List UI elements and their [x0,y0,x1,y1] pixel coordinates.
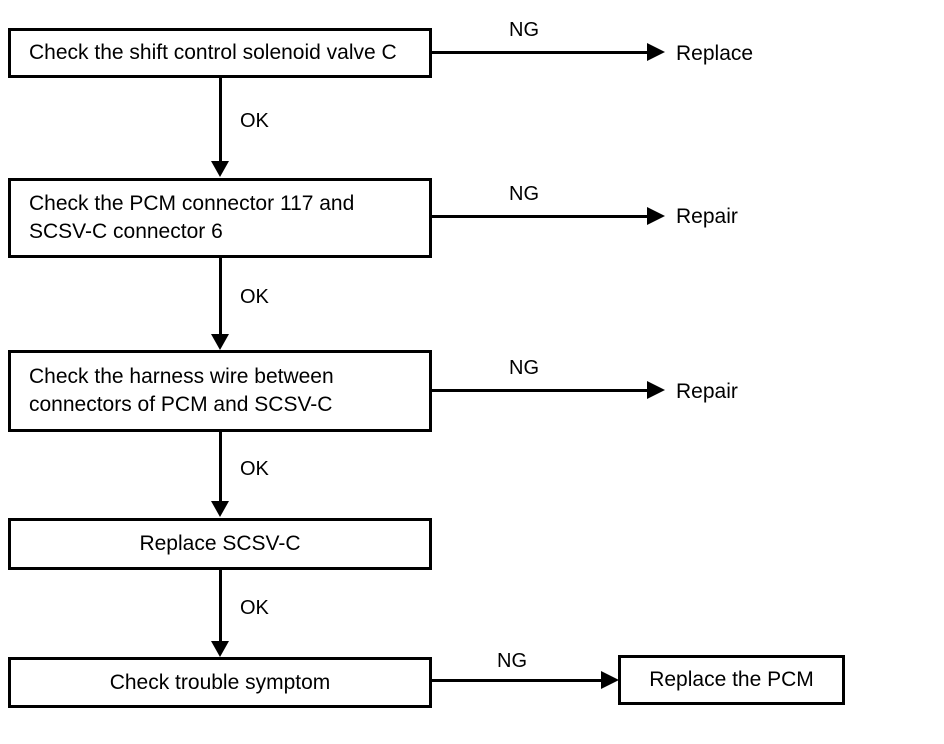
terminal-label-replace: Replace [676,42,754,65]
edge-label-ok-2: OK [240,286,269,308]
node-text-line: Replace SCSV-C [139,532,301,555]
edge-label-ok-4: OK [240,597,269,619]
node-check-connectors[interactable]: Check the PCM connector 117 and SCSV-C c… [8,178,432,258]
node-replace-the-pcm[interactable]: Replace the PCM [618,655,845,705]
arrowhead-ok-4 [211,641,229,657]
edge-label-ok-1: OK [240,110,269,132]
connector-ng-3 [432,389,648,392]
terminal-label-repair-connectors: Repair [676,205,738,228]
node-text-line: SCSV-C connector 6 [29,220,223,243]
arrowhead-ng-4 [601,671,619,689]
edge-label-ok-3: OK [240,458,269,480]
node-text-line: Check the PCM connector 117 and [29,192,355,215]
connector-ok-3 [219,432,222,502]
node-check-harness[interactable]: Check the harness wire between connector… [8,350,432,432]
node-text-line: Check the shift control solenoid valve C [29,41,397,64]
arrowhead-ok-1 [211,161,229,177]
edge-label-ng-3: NG [509,357,539,379]
edge-label-ng-4: NG [497,650,527,672]
node-check-trouble-symptom[interactable]: Check trouble symptom [8,657,432,708]
terminal-label-repair-harness: Repair [676,380,738,403]
arrowhead-ng-1 [647,43,665,61]
connector-ok-4 [219,570,222,642]
connector-ok-1 [219,78,222,164]
connector-ok-2 [219,258,222,336]
arrowhead-ng-3 [647,381,665,399]
connector-ng-4 [432,679,602,682]
edge-label-ng-2: NG [509,183,539,205]
node-text-line: Check the harness wire between [29,365,334,388]
connector-ng-1 [432,51,648,54]
node-check-scsv-c[interactable]: Check the shift control solenoid valve C [8,28,432,78]
arrowhead-ok-2 [211,334,229,350]
arrowhead-ng-2 [647,207,665,225]
node-text-line: Check trouble symptom [109,670,331,694]
edge-label-ng-1: NG [509,19,539,41]
node-text-line: connectors of PCM and SCSV-C [29,393,333,416]
connector-ng-2 [432,215,648,218]
arrowhead-ok-3 [211,501,229,517]
node-text-line: Replace the PCM [649,668,814,691]
node-replace-scsv-c[interactable]: Replace SCSV-C [8,518,432,570]
